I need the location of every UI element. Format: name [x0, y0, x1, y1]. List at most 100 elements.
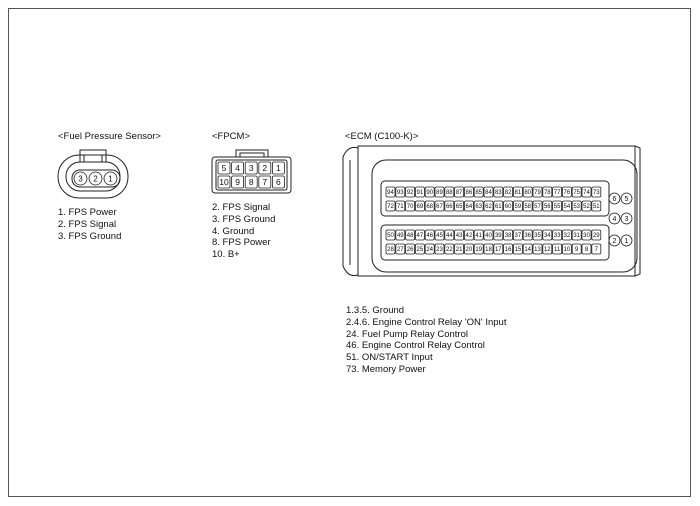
ecm-pin: 90	[424, 186, 435, 198]
ecm-pin: 59	[513, 200, 523, 212]
pin-number: 87	[456, 190, 463, 196]
ecm-pin: 15	[513, 243, 523, 255]
ecm-pin: 76	[562, 186, 572, 198]
pin-number: 6	[613, 196, 617, 203]
fpcm-pin: 4	[231, 161, 245, 175]
fps-pin: 3	[73, 171, 88, 186]
pin-number: 9	[575, 247, 579, 253]
ecm-pin: 29	[591, 229, 602, 241]
pin-number: 1	[625, 238, 629, 245]
ecm-pin: 66	[444, 200, 455, 212]
ecm-pin: 10	[562, 243, 572, 255]
pin-number: 91	[417, 190, 424, 196]
ecm-pin: 84	[483, 186, 494, 198]
pin-number: 93	[397, 190, 404, 196]
ecm-pin: 33	[552, 229, 562, 241]
pin-number: 49	[397, 233, 404, 239]
ecm-pin: 55	[552, 200, 562, 212]
ecm-pin: 9	[571, 243, 582, 255]
ecm-pin: 12	[542, 243, 553, 255]
ecm-pin: 81	[513, 186, 523, 198]
pin-number: 2	[262, 163, 267, 173]
pin-number: 83	[495, 190, 502, 196]
pin-number: 50	[387, 233, 394, 239]
pin-number: 84	[485, 190, 492, 196]
pin-number: 19	[475, 247, 482, 253]
pin-number: 51	[593, 204, 600, 210]
pin-number: 81	[515, 190, 522, 196]
pin-number: 85	[475, 190, 482, 196]
ecm-pin: 16	[503, 243, 514, 255]
ecm-pin: 41	[473, 229, 484, 241]
pin-number: 88	[446, 190, 453, 196]
ecm-pin: 18	[483, 243, 494, 255]
ecm-pin: 77	[552, 186, 562, 198]
ecm-pin: 87	[454, 186, 465, 198]
pin-number: 47	[417, 233, 424, 239]
fps-pin: 1	[103, 171, 118, 186]
legend-item: 1. FPS Power	[58, 207, 117, 218]
ecm-side-pin: 5	[620, 192, 633, 205]
ecm-pin: 51	[591, 200, 602, 212]
ecm-pin: 38	[503, 229, 514, 241]
legend-item: 3. FPS Ground	[58, 230, 122, 242]
legend-item: 4. Ground	[212, 225, 255, 237]
ecm-pin: 26	[405, 243, 416, 255]
pin-number: 3	[625, 216, 629, 223]
ecm-pin: 63	[473, 200, 484, 212]
pin-number: 80	[524, 190, 531, 196]
fuel-pressure-sensor-legend: 1. FPS Power 2. FPS Signal 3. FPS Ground	[58, 207, 121, 242]
ecm-pin: 32	[562, 229, 572, 241]
ecm-pin: 40	[483, 229, 494, 241]
ecm-pin: 47	[414, 229, 425, 241]
ecm-pin: 64	[463, 200, 474, 212]
pin-number: 90	[426, 190, 433, 196]
pin-number: 25	[417, 247, 424, 253]
pin-number: 26	[407, 247, 414, 253]
pin-number: 35	[534, 233, 541, 239]
fpcm-pin: 10	[217, 175, 231, 189]
pin-number: 16	[505, 247, 512, 253]
diagram-frame	[8, 8, 691, 497]
ecm-pin: 35	[532, 229, 543, 241]
pin-number: 64	[466, 204, 473, 210]
pin-number: 21	[456, 247, 463, 253]
ecm-pin: 48	[405, 229, 416, 241]
ecm-pin: 11	[552, 243, 562, 255]
ecm-pin: 65	[454, 200, 465, 212]
ecm-side-pin: 6	[608, 192, 621, 205]
pin-number: 68	[426, 204, 433, 210]
pin-number: 15	[515, 247, 522, 253]
ecm-pin: 54	[562, 200, 572, 212]
fpcm-pin: 2	[258, 161, 272, 175]
ecm-pin: 61	[493, 200, 504, 212]
ecm-pin: 57	[532, 200, 543, 212]
ecm-pin: 60	[503, 200, 514, 212]
ecm-pin: 86	[463, 186, 474, 198]
fpcm-pin: 6	[271, 175, 285, 189]
ecm-pin: 82	[503, 186, 514, 198]
ecm-pin: 37	[513, 229, 523, 241]
ecm-pin: 85	[473, 186, 484, 198]
ecm-pin: 83	[493, 186, 504, 198]
ecm-pin: 73	[591, 186, 602, 198]
legend-item: 73. Memory Power	[346, 363, 426, 375]
ecm-pin: 13	[532, 243, 543, 255]
ecm-pin: 67	[434, 200, 445, 212]
ecm-pin: 58	[522, 200, 533, 212]
legend-item: 8. FPS Power	[212, 237, 271, 249]
pin-number: 43	[456, 233, 463, 239]
pin-number: 34	[544, 233, 551, 239]
ecm-side-pin: 4	[608, 212, 621, 225]
pin-number: 55	[554, 204, 561, 210]
pin-number: 32	[564, 233, 571, 239]
ecm-side-pin: 1	[620, 234, 633, 247]
ecm-pin: 93	[395, 186, 406, 198]
pin-number: 53	[573, 204, 580, 210]
ecm-side-pin: 3	[620, 212, 633, 225]
ecm-side-pin: 2	[608, 234, 621, 247]
ecm-pin: 80	[522, 186, 533, 198]
